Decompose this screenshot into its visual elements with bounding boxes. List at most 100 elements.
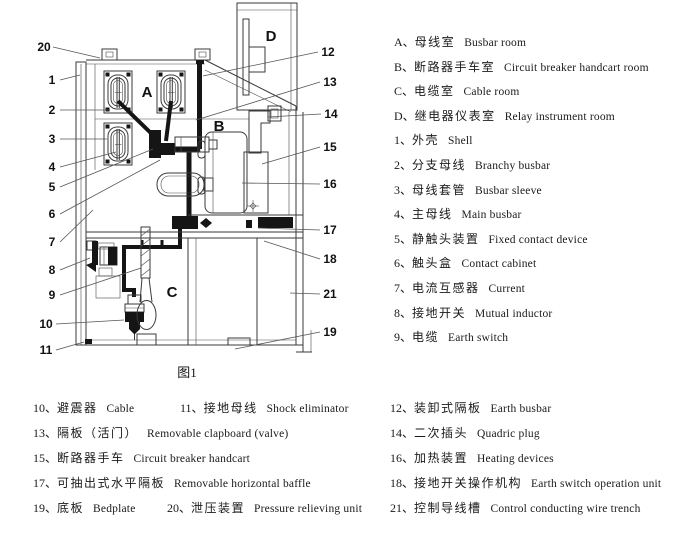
legend-cn: 外壳 [412, 133, 440, 148]
room-label-b: B [214, 118, 225, 135]
legend-cn: 静触头装置 [412, 231, 480, 246]
legend-cn: 可抽出式水平隔板 [57, 475, 166, 490]
callout-19: 19 [323, 325, 337, 339]
cable-and-balloon [136, 226, 157, 346]
earth-busbar-mark [85, 339, 92, 344]
legend-en: Quadric plug [477, 427, 540, 440]
callout-7: 7 [49, 235, 56, 249]
legend-en: Shell [448, 135, 473, 148]
callout-21: 21 [323, 287, 337, 301]
relay-room-box [236, 2, 298, 111]
legend-key: 8、 [394, 305, 413, 320]
legend-en: Cable [106, 403, 135, 415]
legend-key: 19、 [33, 500, 58, 515]
callout-2: 2 [49, 103, 56, 117]
legend-cn: 断路器手车室 [414, 59, 496, 74]
legend-cn: 分支母线 [412, 157, 467, 172]
legend-item-5: 5、静触头装置 Fixed contact device [394, 230, 680, 255]
legend-en: Control conducting wire trench [490, 502, 641, 515]
legend-item-C: C、电缆室 Cable room [394, 82, 680, 107]
room-label-c: C [167, 284, 178, 301]
legend-cn: 隔板（活门） [57, 425, 139, 440]
legend-cn: 断路器手车 [57, 450, 125, 465]
legend-key: 5、 [394, 231, 413, 246]
legend-key: D、 [394, 108, 415, 123]
legend-en: Main busbar [461, 209, 522, 222]
legend-cn: 二次插头 [414, 425, 469, 440]
busbar-path [116, 60, 204, 297]
legend-cn: 接地开关 [412, 305, 467, 320]
callout-1: 1 [49, 73, 56, 87]
legend-en: Relay instrument room [504, 110, 615, 123]
legend-key: 10、 [33, 401, 58, 415]
legend-key: 12、 [390, 401, 415, 415]
callout-13: 13 [323, 75, 337, 89]
busbar-room-bushings [94, 64, 197, 170]
legend-item-2: 2、分支母线 Branchy busbar [394, 156, 680, 181]
legend-item-B: B、断路器手车室 Circuit breaker handcart room [394, 58, 680, 83]
callout-15: 15 [323, 140, 337, 154]
callout-4: 4 [49, 160, 56, 174]
legend-cn: 主母线 [412, 207, 453, 222]
legend-en: Removable horizontal baffle [174, 477, 311, 490]
legend-en: Fixed contact device [488, 233, 588, 246]
legend-en: Contact cabinet [461, 258, 537, 271]
cabinet-cross-section-diagram: 20 1 2 3 4 5 6 7 8 9 10 11 12 13 14 15 1… [37, 2, 338, 380]
figure-caption: 图1 [177, 365, 197, 380]
legend-key: C、 [394, 84, 415, 99]
legend-en: Heating devices [477, 452, 554, 465]
legend-cn: 电缆室 [414, 84, 455, 99]
legend-en: Removable clapboard (valve) [147, 427, 289, 440]
legend-item-13: 13、隔板（活门）Removable clapboard (valve) [33, 424, 288, 441]
legend-key: 21、 [390, 500, 415, 515]
leader-lines [52, 46, 322, 351]
legend-key: 4、 [394, 207, 413, 222]
callout-12: 12 [321, 45, 335, 59]
legend-en: Branchy busbar [475, 159, 551, 172]
legend-key: 3、 [394, 182, 413, 197]
crosshair-mark [247, 200, 259, 212]
legend-en: Cable room [463, 86, 520, 99]
legend-cn: 电流互感器 [412, 280, 480, 295]
callout-16: 16 [323, 177, 337, 191]
cable-room-interior [187, 238, 258, 346]
callout-10: 10 [39, 317, 53, 331]
callout-3: 3 [49, 132, 56, 146]
legend-cn: 控制导线槽 [414, 500, 482, 515]
legend-en: Earth busbar [490, 403, 552, 415]
earth-switch-assembly [86, 241, 121, 299]
legend-key: 15、 [33, 450, 58, 465]
legend-item-15: 15、断路器手车 Circuit breaker handcart [33, 449, 250, 466]
legend-en: Busbar room [464, 37, 527, 49]
legend-key: 2、 [394, 157, 413, 172]
legend-key: 6、 [394, 256, 413, 271]
callout-9: 9 [49, 288, 56, 302]
legend-en: Circuit breaker handcart [133, 452, 251, 465]
legend-row: 13、隔板（活门）Removable clapboard (valve) 14、… [33, 424, 681, 449]
legend-key: 20、 [167, 500, 192, 515]
room-label-a: A [142, 84, 153, 101]
legend-cn: 装卸式隔板 [414, 401, 482, 415]
legend-key: 18、 [390, 475, 415, 490]
legend-key: B、 [394, 59, 415, 74]
static-contact-device [174, 136, 218, 153]
legend-en: Circuit breaker handcart room [504, 61, 649, 74]
legend-en: Earth switch [448, 332, 509, 345]
legend-key: 14、 [390, 425, 415, 440]
legend-key: 11、 [180, 401, 204, 415]
